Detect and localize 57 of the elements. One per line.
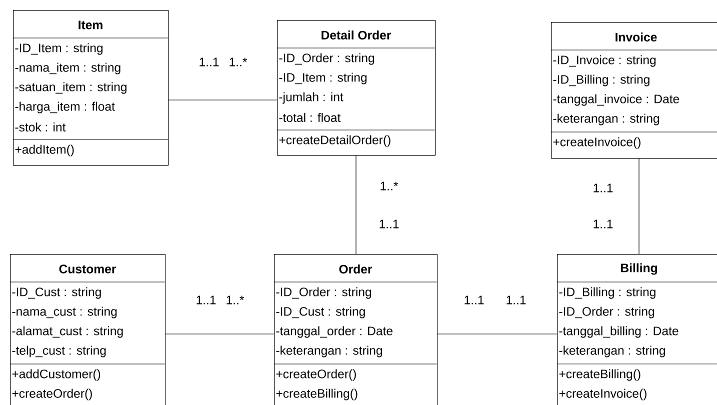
multiplicity-label: 1..* [226,296,244,304]
class-box [556,254,717,405]
method-text: +addItem() [15,144,74,156]
method-text: +createInvoice() [559,388,646,400]
class-name: Invoice [616,32,657,42]
attribute-text: -ID_Item : string [15,43,103,55]
multiplicity-label: 1..1 [594,220,613,228]
attribute-text: -keterangan : string [553,114,659,126]
attribute-text: -jumlah : int [279,92,344,104]
attribute-text: -tanggal_order : Date [276,326,392,338]
method-text: +createOrder() [276,369,356,381]
attribute-text: -ID_Item : string [279,72,367,84]
method-text: +addCustomer() [12,369,100,381]
method-text: +createBilling() [559,369,640,381]
attribute-text: -ID_Order : string [559,306,654,318]
attribute-text: -nama_item : string [15,62,120,74]
multiplicity-label: 1..* [380,182,398,190]
class-name: Order [339,264,372,274]
attribute-text: -keterangan : string [276,346,382,358]
attribute-text: -satuan_item : string [15,82,126,94]
attribute-text: -tanggal_billing : Date [559,326,678,338]
class-box [274,254,438,405]
method-text: +createOrder() [12,388,92,400]
method-text: +createBilling() [276,388,358,400]
attribute-text: -nama_cust : string [12,306,117,318]
attribute-text: -ID_Billing : string [559,287,656,299]
class-box [10,254,166,405]
class-name: Billing [621,263,657,275]
attribute-text: -alamat_cust : string [12,326,123,338]
attribute-text: -keterangan : string [559,346,665,358]
class-box [550,22,717,159]
multiplicity-label: 1..1 [196,296,216,304]
method-text: +createInvoice() [553,137,640,149]
multiplicity-label: 1..1 [464,296,484,304]
attribute-text: -telp_cust : string [12,346,106,358]
multiplicity-label: 1..1 [200,58,219,66]
attribute-text: -ID_Order : string [279,53,374,65]
multiplicity-label: 1..1 [594,184,613,192]
attribute-text: -ID_Cust : string [276,306,365,318]
attribute-text: -ID_Invoice : string [553,55,656,67]
attribute-text: -ID_Order : string [276,287,372,299]
class-box [276,20,436,156]
attribute-text: -ID_Billing : string [553,74,650,86]
attribute-text: -total : float [279,113,341,122]
attribute-text: -stok : int [15,122,66,132]
class-name: Customer [59,264,116,274]
attribute-text: -harga_item : float [15,102,115,114]
attribute-text: -tanggal_invoice : Date [553,94,680,106]
class-box [12,10,169,166]
multiplicity-label: 1..1 [506,296,526,304]
association-line [638,158,640,254]
method-text: +createDetailOrder() [279,135,390,147]
multiplicity-label: 1..1 [380,220,399,228]
class-name: Item [78,20,102,30]
multiplicity-label: 1..* [230,58,248,66]
class-name: Detail Order [322,30,391,40]
attribute-text: -ID_Cust : string [12,287,101,299]
